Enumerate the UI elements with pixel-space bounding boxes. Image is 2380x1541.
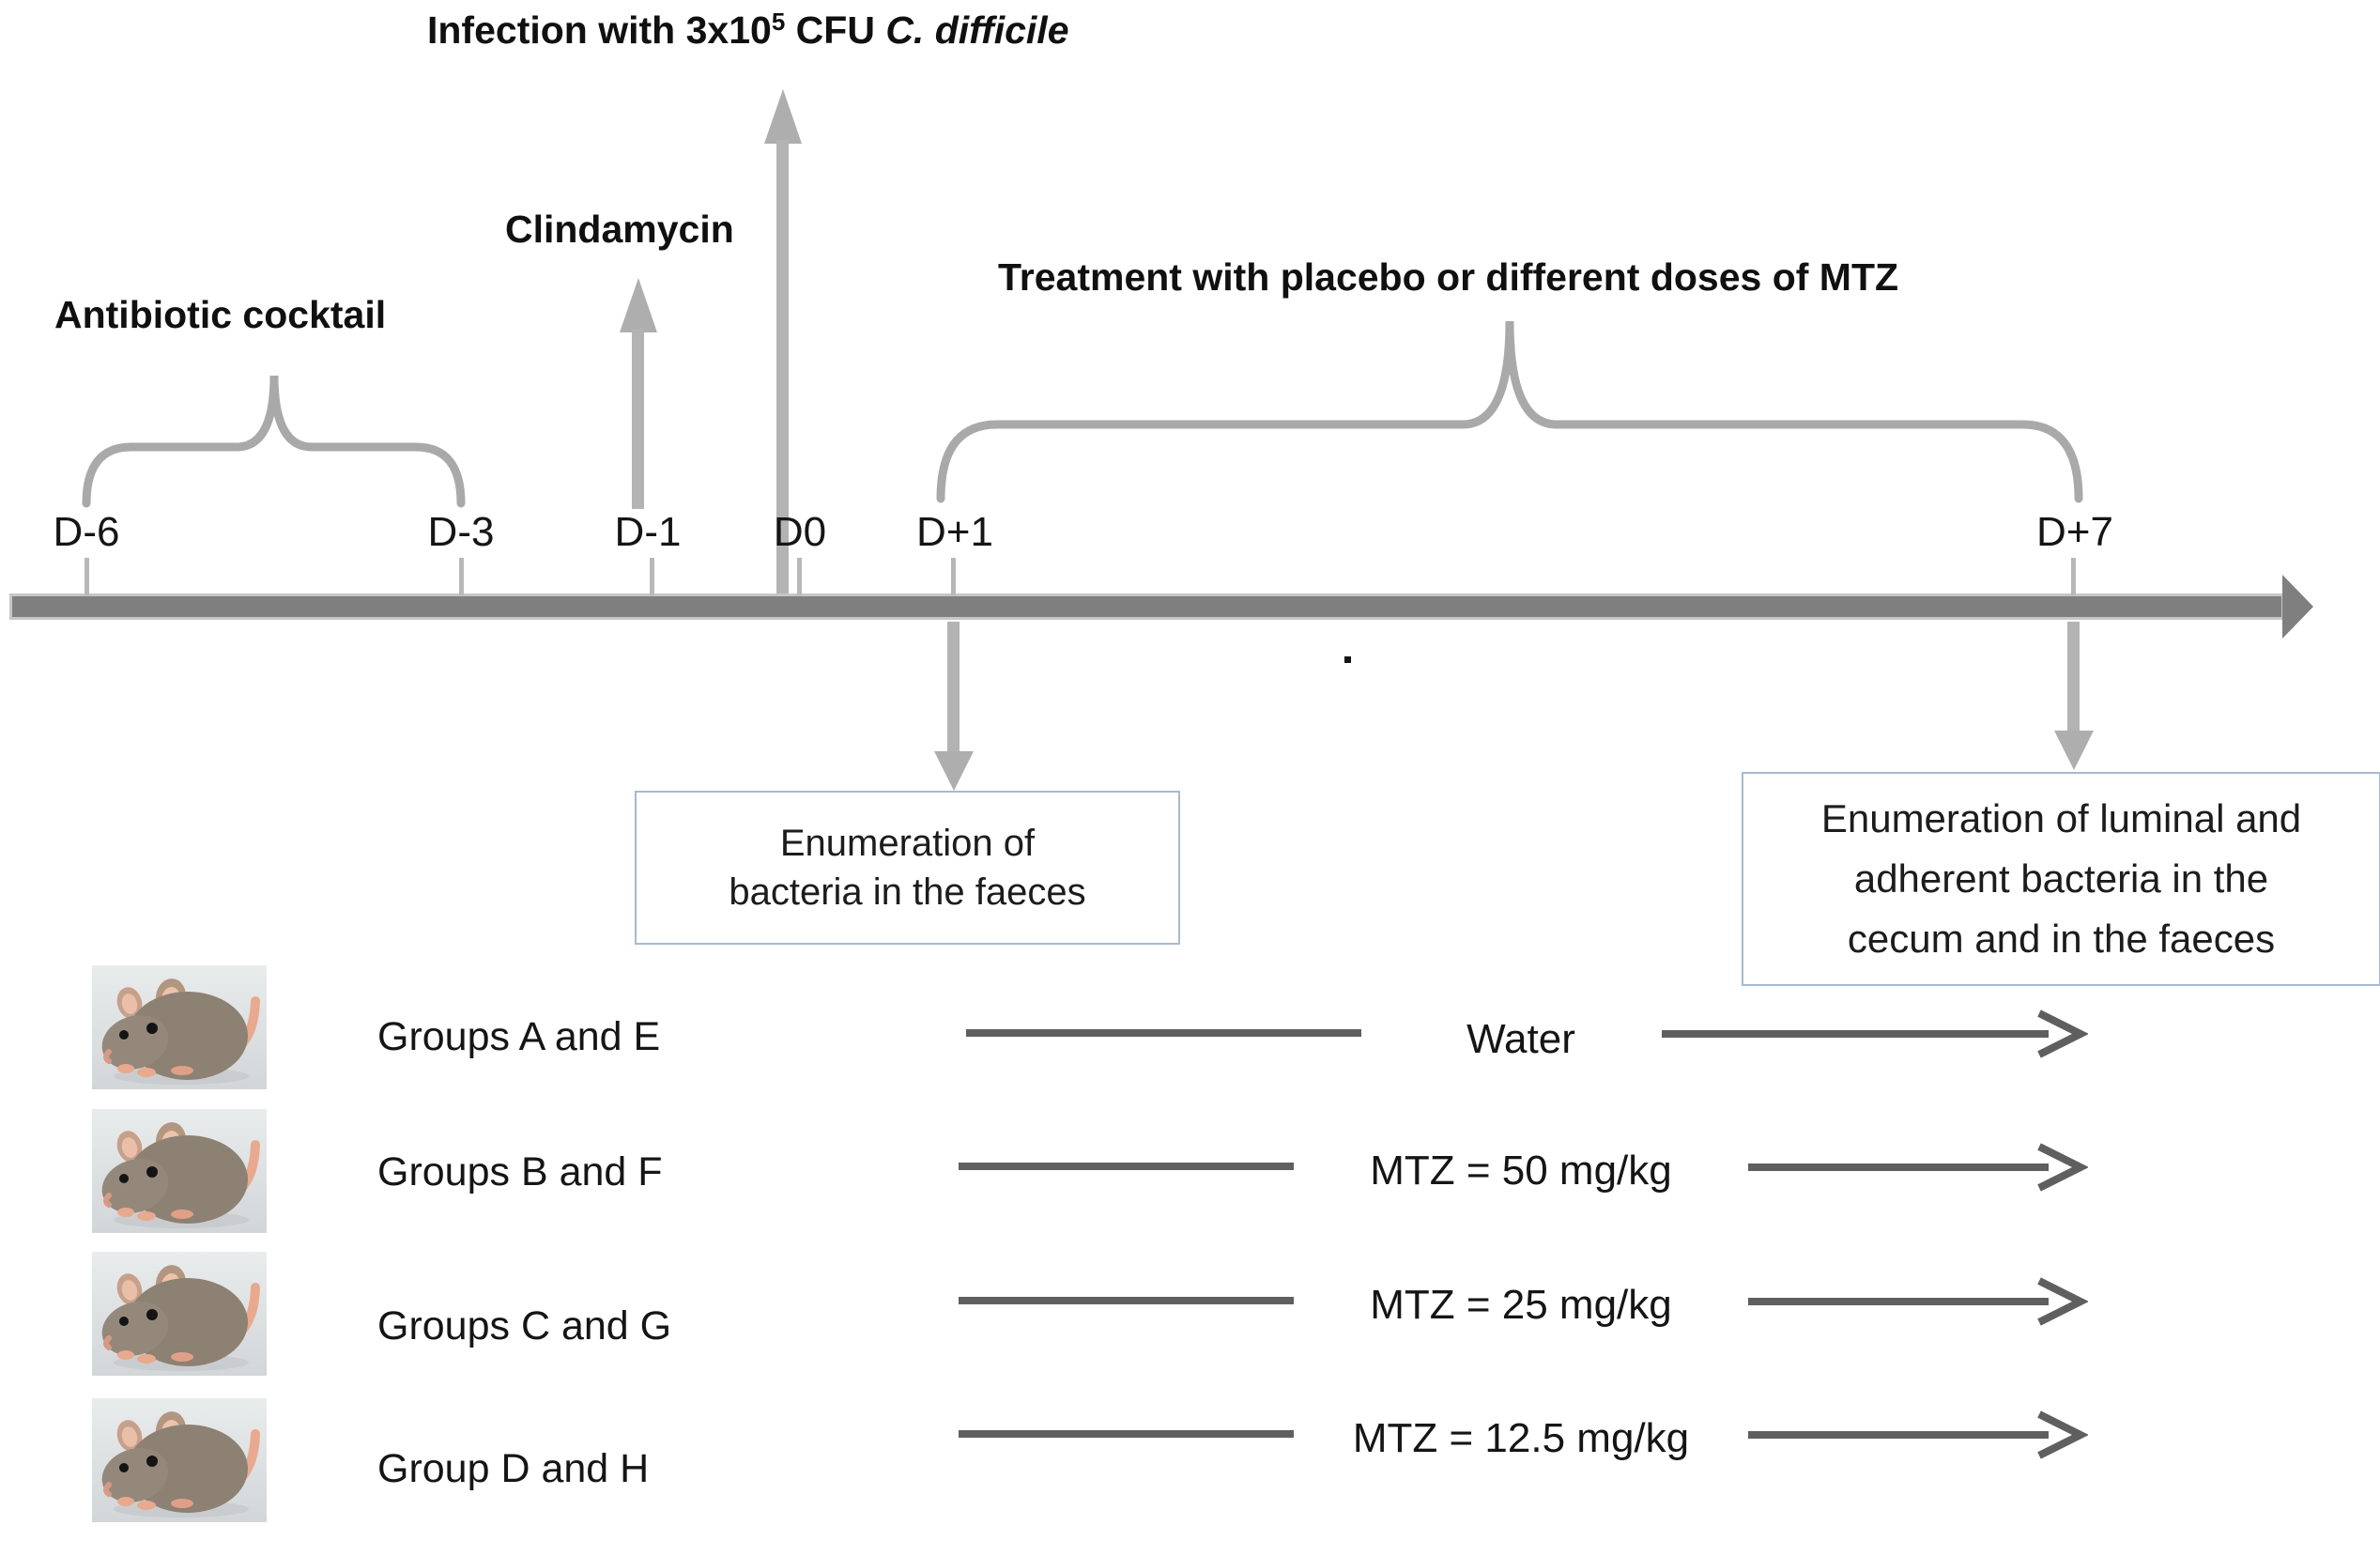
clindamycin-up-arrow-icon bbox=[620, 278, 657, 332]
clindamycin-arrow-shaft bbox=[632, 329, 644, 509]
row-line-left bbox=[966, 1029, 1361, 1037]
cfu-text: CFU bbox=[785, 8, 886, 52]
group-label: Groups B and F bbox=[377, 1149, 663, 1194]
treatment-value: MTZ = 25 mg/kg bbox=[1370, 1282, 1672, 1328]
group-label: Group D and H bbox=[377, 1446, 650, 1491]
treatment-value: MTZ = 12.5 mg/kg bbox=[1352, 1415, 1690, 1461]
mouse-photo bbox=[92, 1398, 267, 1522]
tick-label-d-1: D-1 bbox=[614, 509, 682, 555]
exponent: 5 bbox=[771, 8, 786, 36]
row-line-left bbox=[959, 1430, 1294, 1438]
infection-arrow-shaft bbox=[776, 140, 789, 603]
group-label: Groups C and G bbox=[377, 1303, 672, 1348]
cecum-box-line3: cecum and in the faeces bbox=[1847, 917, 2276, 961]
treatment-label: Treatment with placebo or different dose… bbox=[998, 255, 1899, 299]
cecum-box-line2: adherent bacteria in the bbox=[1853, 856, 2269, 901]
faeces-box-line1: Enumeration of bbox=[779, 823, 1036, 864]
mouse-photo bbox=[92, 965, 267, 1089]
row-line-left bbox=[959, 1297, 1294, 1304]
infection-up-arrow-icon bbox=[764, 89, 802, 144]
tick-label-d1: D+1 bbox=[916, 509, 993, 555]
tick-d-6 bbox=[84, 558, 89, 595]
tick-d-3 bbox=[459, 558, 464, 595]
treatment-value: Water bbox=[1466, 1016, 1575, 1062]
row-arrow-icon bbox=[1748, 1143, 2088, 1192]
d7-down-arrow-shaft bbox=[2067, 622, 2080, 732]
d1-down-arrow-icon bbox=[934, 751, 974, 791]
row-line-left bbox=[959, 1163, 1294, 1170]
faeces-enumeration-box: Enumeration of bacteria in the faeces bbox=[635, 791, 1180, 945]
tick-label-d-3: D-3 bbox=[427, 509, 495, 555]
tick-d1 bbox=[951, 558, 956, 595]
row-arrow-icon bbox=[1748, 1410, 2088, 1459]
tick-label-d-6: D-6 bbox=[53, 509, 120, 555]
mouse-photo bbox=[92, 1252, 267, 1376]
stray-dot bbox=[1344, 656, 1351, 663]
tick-label-d7: D+7 bbox=[2036, 509, 2113, 555]
cecum-enumeration-box: Enumeration of luminal and adherent bact… bbox=[1742, 772, 2380, 986]
cecum-box-line1: Enumeration of luminal and bbox=[1820, 796, 2302, 840]
row-arrow-icon bbox=[1662, 1009, 2088, 1058]
tick-d7 bbox=[2071, 558, 2076, 595]
faeces-box-line2: bacteria in the faeces bbox=[729, 871, 1086, 913]
d7-down-arrow-icon bbox=[2054, 731, 2094, 770]
group-label: Groups A and E bbox=[377, 1014, 661, 1059]
treatment-value: MTZ = 50 mg/kg bbox=[1370, 1148, 1672, 1194]
infection-title: Infection with 3x105 CFU C. difficile bbox=[427, 8, 1069, 53]
tick-d-1 bbox=[650, 558, 654, 595]
tick-label-d0: D0 bbox=[773, 509, 827, 555]
mouse-photo bbox=[92, 1109, 267, 1233]
clindamycin-label: Clindamycin bbox=[505, 208, 734, 251]
timeline-arrowhead-icon bbox=[2282, 575, 2313, 639]
antibiotic-brace-icon bbox=[82, 375, 466, 508]
treatment-brace-icon bbox=[936, 320, 2083, 503]
tick-d0 bbox=[797, 558, 802, 595]
organism-name: C. difficile bbox=[885, 8, 1069, 52]
infection-title-text: Infection with 3x10 bbox=[427, 8, 772, 52]
row-arrow-icon bbox=[1748, 1277, 2088, 1326]
antibiotic-cocktail-label: Antibiotic cocktail bbox=[54, 293, 387, 336]
timeline-bar bbox=[9, 593, 2284, 620]
d1-down-arrow-shaft bbox=[947, 622, 960, 753]
